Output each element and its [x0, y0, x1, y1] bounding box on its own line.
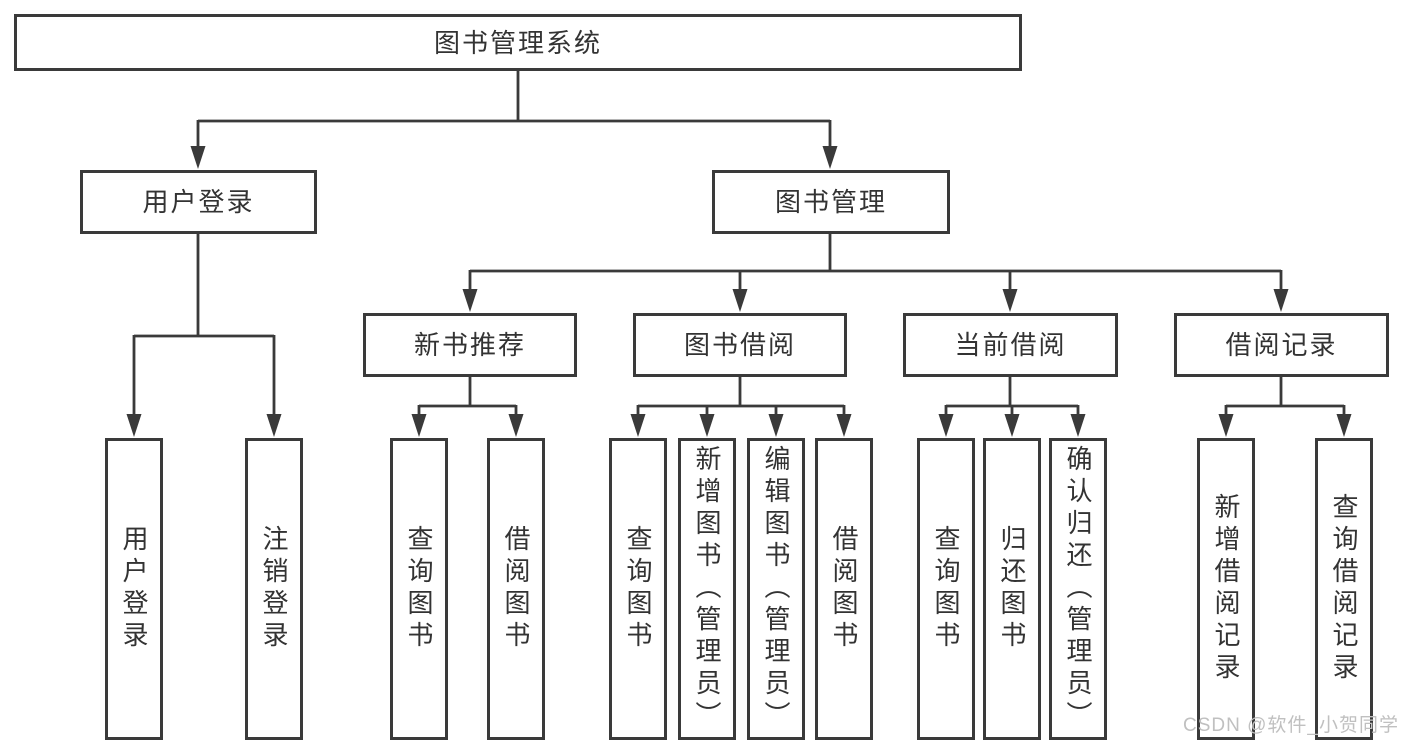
edge-bookmgmt-to-level3 — [468, 234, 1283, 293]
node-new-book-recommend: 新书推荐 — [363, 313, 577, 377]
node-user-login: 用户登录 — [80, 170, 317, 234]
edge-currentborrow-to-leaves — [944, 377, 1080, 419]
leaf-user-login: 用户登录 — [105, 438, 163, 740]
node-book-borrow: 图书借阅 — [633, 313, 847, 377]
leaf-edit-books-admin: 编辑图书（管理员） — [747, 438, 805, 740]
arrowheads — [126, 146, 1352, 437]
edge-newbookrec-to-leaves — [417, 377, 518, 419]
leaf-borrow-books: 借阅图书 — [815, 438, 873, 740]
edge-bookborrow-to-leaves — [636, 377, 846, 419]
node-current-borrow: 当前借阅 — [903, 313, 1118, 377]
leaf-query-books-recommend: 查询图书 — [390, 438, 448, 740]
leaf-query-books-current: 查询图书 — [917, 438, 975, 740]
leaf-query-borrow-record: 查询借阅记录 — [1315, 438, 1373, 740]
node-borrow-records: 借阅记录 — [1174, 313, 1389, 377]
leaf-logout: 注销登录 — [245, 438, 303, 740]
leaf-confirm-return-admin: 确认归还（管理员） — [1049, 438, 1107, 740]
edge-root-to-level2 — [196, 71, 832, 150]
edge-userlogin-to-leaves — [132, 234, 276, 419]
leaf-return-books: 归还图书 — [983, 438, 1041, 740]
leaf-add-borrow-record: 新增借阅记录 — [1197, 438, 1255, 740]
edge-borrowrecords-to-leaves — [1224, 377, 1346, 419]
leaf-add-books-admin: 新增图书（管理员） — [678, 438, 736, 740]
node-root-title: 图书管理系统 — [14, 14, 1022, 71]
csdn-watermark: CSDN @软件_小贺同学 — [1183, 715, 1399, 736]
leaf-query-books-borrow: 查询图书 — [609, 438, 667, 740]
leaf-borrow-books-recommend: 借阅图书 — [487, 438, 545, 740]
node-book-management: 图书管理 — [712, 170, 950, 234]
